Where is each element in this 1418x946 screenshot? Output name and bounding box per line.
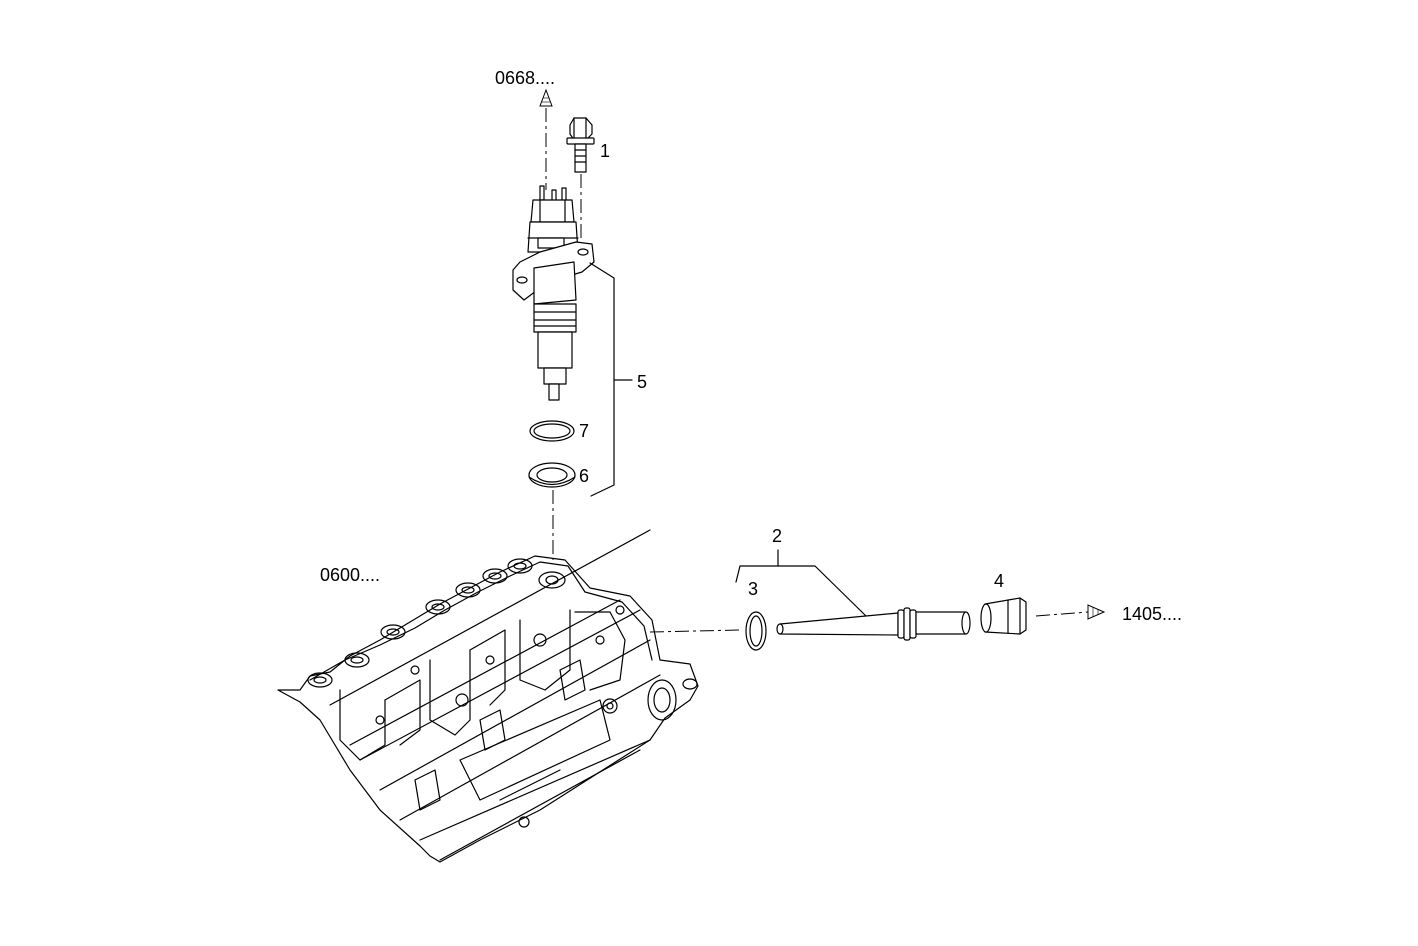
reference-arrow-up [539, 88, 553, 190]
reference-arrow-right [1035, 604, 1106, 620]
callout-1: 1 [600, 141, 610, 161]
callout-5: 5 [637, 372, 647, 392]
reference-label-1405: 1405.... [1122, 604, 1182, 624]
callout-7: 7 [579, 421, 589, 441]
nut-4 [980, 597, 1027, 635]
callout-6: 6 [579, 466, 589, 486]
bracket-5 [589, 262, 615, 497]
bolt-part [566, 117, 595, 238]
callout-3: 3 [748, 579, 758, 599]
reference-label-0600: 0600.... [320, 565, 380, 585]
washer-6 [528, 462, 576, 488]
o-ring-3 [745, 611, 767, 651]
reference-label-0668: 0668.... [495, 68, 555, 88]
connector-pipe-part [776, 607, 971, 641]
cylinder-head-part [277, 529, 699, 863]
injector-part [512, 185, 595, 401]
callout-4: 4 [994, 571, 1004, 591]
seal-ring-7 [529, 420, 575, 442]
callout-2: 2 [772, 526, 782, 546]
